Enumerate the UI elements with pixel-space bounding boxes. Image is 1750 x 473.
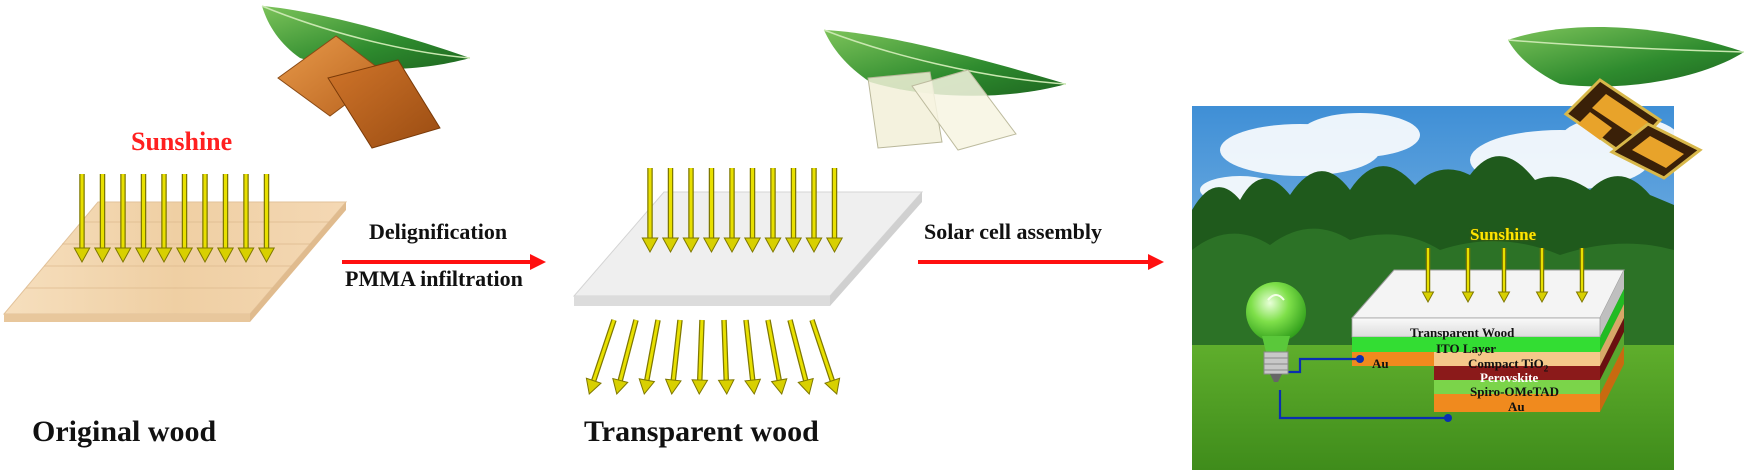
original-wood-title: Original wood <box>32 415 217 448</box>
ray-shaft-highlight <box>645 319 660 381</box>
ray-arrowhead <box>743 237 762 254</box>
solar-device-icon <box>1563 78 1703 180</box>
layer-tio2-label: Compact TiO2 <box>1468 356 1549 374</box>
sunlight-rays <box>1421 248 1589 304</box>
sunshine-label-left: Sunshine <box>131 127 233 156</box>
circuit-wire <box>1278 357 1448 420</box>
step-solar-cell-label: Solar cell assembly <box>924 219 1103 244</box>
step-pmma-label: PMMA infiltration <box>345 266 523 291</box>
sunshine-label-right: Sunshine <box>1470 225 1537 244</box>
layer-transparent-wood-label: Transparent Wood <box>1410 325 1515 340</box>
ray-arrowhead <box>114 247 132 264</box>
ray-arrowhead <box>585 377 602 395</box>
layer-perovskite-label: Perovskite <box>1480 370 1539 385</box>
ray-arrowhead <box>73 247 91 264</box>
ray-arrowhead <box>702 237 721 254</box>
ray-arrowhead <box>661 237 680 254</box>
sunlight-rays <box>641 168 844 254</box>
ray-arrowhead <box>691 379 709 396</box>
solar-cell-stack <box>1350 269 1625 412</box>
ray-arrowhead <box>216 247 235 264</box>
ray-arrowhead <box>797 377 814 396</box>
ray-arrowhead <box>93 247 112 264</box>
ray-shaft-highlight <box>766 319 781 381</box>
transparent-wood-piece-icon <box>911 69 1017 151</box>
ray-arrowhead <box>155 247 173 264</box>
transparent-wood-section <box>572 29 1067 396</box>
ray-arrowhead <box>682 237 700 254</box>
ray-arrowhead <box>664 378 682 396</box>
layer-au-bottom-label: Au <box>1508 399 1525 414</box>
ray-arrowhead <box>825 237 844 254</box>
ray-arrowhead <box>237 247 255 264</box>
ray-arrowhead <box>1461 291 1475 304</box>
light-bulb-icon <box>1246 282 1306 382</box>
ray-arrowhead <box>717 379 735 396</box>
tio2-subscript: 2 <box>1543 363 1549 374</box>
layer-ito-label: ITO Layer <box>1436 341 1497 356</box>
ray-shaft-highlight <box>744 319 755 381</box>
ray-arrowhead <box>1497 291 1511 304</box>
ray-arrowhead <box>805 237 823 254</box>
ray-arrowhead <box>770 378 788 396</box>
wood-piece-icon <box>327 59 441 149</box>
transparent-wood-title: Transparent wood <box>584 415 819 448</box>
ray-shaft-highlight <box>788 319 808 381</box>
ray-arrowhead <box>764 237 782 254</box>
ray-arrowhead <box>641 237 659 254</box>
ray-arrowhead <box>784 237 803 254</box>
ray-arrowhead <box>196 247 214 264</box>
ray-shaft-highlight <box>722 319 728 381</box>
ray-arrowhead <box>1535 291 1549 304</box>
ray-arrowhead <box>638 378 656 396</box>
original-wood-slab <box>2 201 348 315</box>
sunlight-rays <box>73 174 276 264</box>
leaf-icon <box>1508 27 1744 87</box>
ray-arrowhead <box>1421 291 1435 304</box>
ray-arrowhead <box>612 377 629 396</box>
process-arrow-1 <box>342 254 546 270</box>
step-delignification-label: Delignification <box>369 219 508 244</box>
process-arrow-2 <box>918 254 1164 270</box>
ray-arrowhead <box>257 247 276 264</box>
original-wood-section <box>2 5 471 322</box>
ray-arrowhead <box>723 237 741 254</box>
ray-arrowhead <box>744 378 762 396</box>
ray-shaft-highlight <box>671 319 682 381</box>
ray-arrowhead <box>134 247 153 264</box>
ray-arrowhead <box>1575 291 1589 304</box>
ray-arrowhead <box>824 377 841 395</box>
ray-arrowhead <box>175 247 194 264</box>
solar-cell-scene <box>1192 27 1745 470</box>
layer-spiro-label: Spiro-OMeTAD <box>1470 384 1560 399</box>
ray-shaft-highlight <box>698 319 704 381</box>
layer-au-side-label: Au <box>1372 356 1389 371</box>
ray-shaft-highlight <box>618 319 638 381</box>
ray-shaft-highlight <box>592 319 616 382</box>
transmitted-rays <box>585 319 841 396</box>
ray-shaft-highlight <box>810 319 834 382</box>
